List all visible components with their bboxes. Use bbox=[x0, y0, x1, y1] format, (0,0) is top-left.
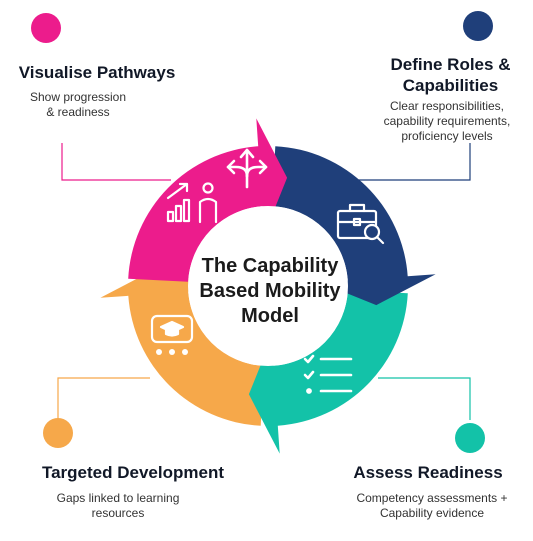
center-title: The Capability Based Mobility Model bbox=[199, 255, 341, 327]
briefcase-search-icon bbox=[336, 203, 385, 245]
stage-title-define: Define Roles & Capabilities bbox=[390, 55, 511, 95]
stage-title-targeted: Targeted Development bbox=[41, 463, 224, 482]
ring-segment-assess bbox=[248, 290, 408, 454]
connector-line-visualise bbox=[61, 143, 171, 181]
checklist-icon bbox=[303, 354, 353, 394]
dot-targeted bbox=[43, 418, 73, 448]
connector-line-targeted bbox=[57, 377, 150, 420]
stage-desc-define: Clear responsibilities, capability requi… bbox=[383, 99, 511, 143]
growth-chart-person-icon bbox=[166, 182, 218, 224]
dot-visualise bbox=[31, 13, 61, 43]
stage-title-visualise: Visualise Pathways bbox=[18, 63, 176, 82]
dot-assess bbox=[455, 423, 485, 453]
split-arrows-icon bbox=[226, 148, 268, 189]
connector-line-define bbox=[355, 143, 471, 181]
stage-desc-visualise: Show progression & readiness bbox=[29, 90, 127, 119]
ring-segment-targeted bbox=[100, 266, 264, 426]
dot-define bbox=[463, 11, 493, 41]
stage-desc-assess: Competency assessments + Capability evid… bbox=[356, 491, 508, 520]
stage-title-assess: Assess Readiness bbox=[353, 463, 503, 482]
presentation-board-icon bbox=[150, 314, 194, 355]
stage-desc-targeted: Gaps linked to learning resources bbox=[56, 491, 180, 520]
connector-line-assess bbox=[378, 377, 471, 420]
center-circle bbox=[188, 206, 348, 366]
